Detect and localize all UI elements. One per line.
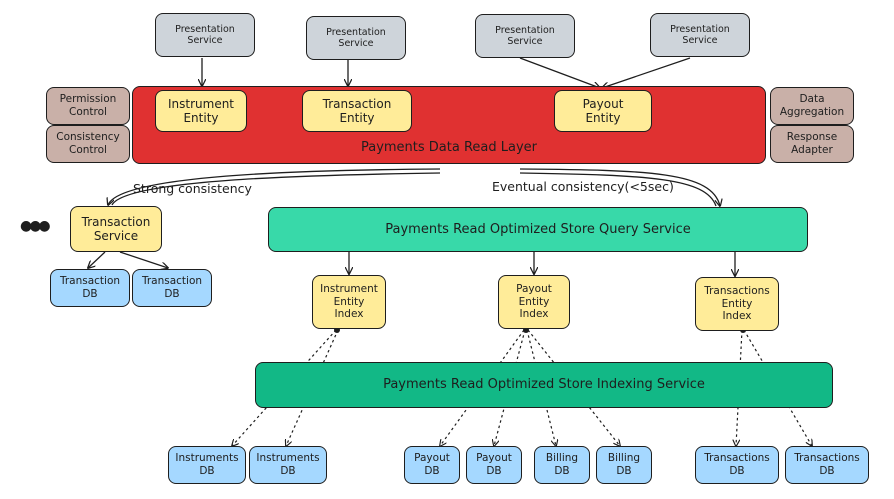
dash-instrument-db2 — [286, 329, 339, 446]
read-layer-title: Payments Data Read Layer — [360, 140, 538, 156]
query-service: Payments Read Optimized Store Query Serv… — [268, 207, 808, 252]
consistency-control: Consistency Control — [46, 125, 130, 163]
payout-db: Payout DB — [404, 446, 460, 484]
payout-entity: Payout Entity — [554, 90, 652, 132]
instruments-db: Instruments DB — [168, 446, 246, 484]
instrument-entity-index: Instrument Entity Index — [312, 275, 386, 329]
arrow-ps4-payout — [602, 57, 691, 88]
presentation-service: Presentation Service — [650, 13, 750, 57]
transaction-db: Transaction DB — [50, 269, 130, 307]
arrow-eventual-consistency — [519, 168, 720, 206]
arrow-ts-db2 — [119, 251, 168, 268]
eventual-consistency-label: Eventual consistency(<5sec) — [492, 179, 674, 194]
presentation-service: Presentation Service — [155, 13, 255, 57]
payout-db: Payout DB — [466, 446, 522, 484]
arrow-strong-consistency — [108, 168, 441, 205]
instrument-entity: Instrument Entity — [155, 90, 247, 132]
dash-payout-db2 — [494, 329, 526, 446]
presentation-service: Presentation Service — [306, 16, 406, 60]
transactions-db: Transactions DB — [695, 446, 779, 484]
presentation-service: Presentation Service — [475, 14, 575, 58]
permission-control: Permission Control — [46, 87, 130, 125]
indexing-service: Payments Read Optimized Store Indexing S… — [255, 362, 833, 408]
transaction-db: Transaction DB — [132, 269, 212, 307]
billing-db: Billing DB — [596, 446, 652, 484]
payout-entity-index: Payout Entity Index — [498, 275, 570, 329]
dash-payout-billing2 — [527, 329, 620, 446]
arrow-ts-db1 — [88, 251, 106, 268]
strong-consistency-label: Strong consistency — [133, 181, 252, 196]
transactions-entity-index: Transactions Entity Index — [695, 277, 779, 331]
more-services-ellipsis: ●●● — [20, 218, 51, 234]
instruments-db: Instruments DB — [249, 446, 327, 484]
billing-db: Billing DB — [534, 446, 590, 484]
transactions-db: Transactions DB — [785, 446, 869, 484]
transaction-service: Transaction Service — [70, 206, 162, 252]
dash-payout-billing1 — [526, 329, 556, 446]
response-adapter: Response Adapter — [770, 125, 854, 163]
data-aggregation: Data Aggregation — [770, 87, 854, 125]
transaction-entity: Transaction Entity — [302, 90, 412, 132]
arrow-ps3-payout — [519, 57, 600, 88]
